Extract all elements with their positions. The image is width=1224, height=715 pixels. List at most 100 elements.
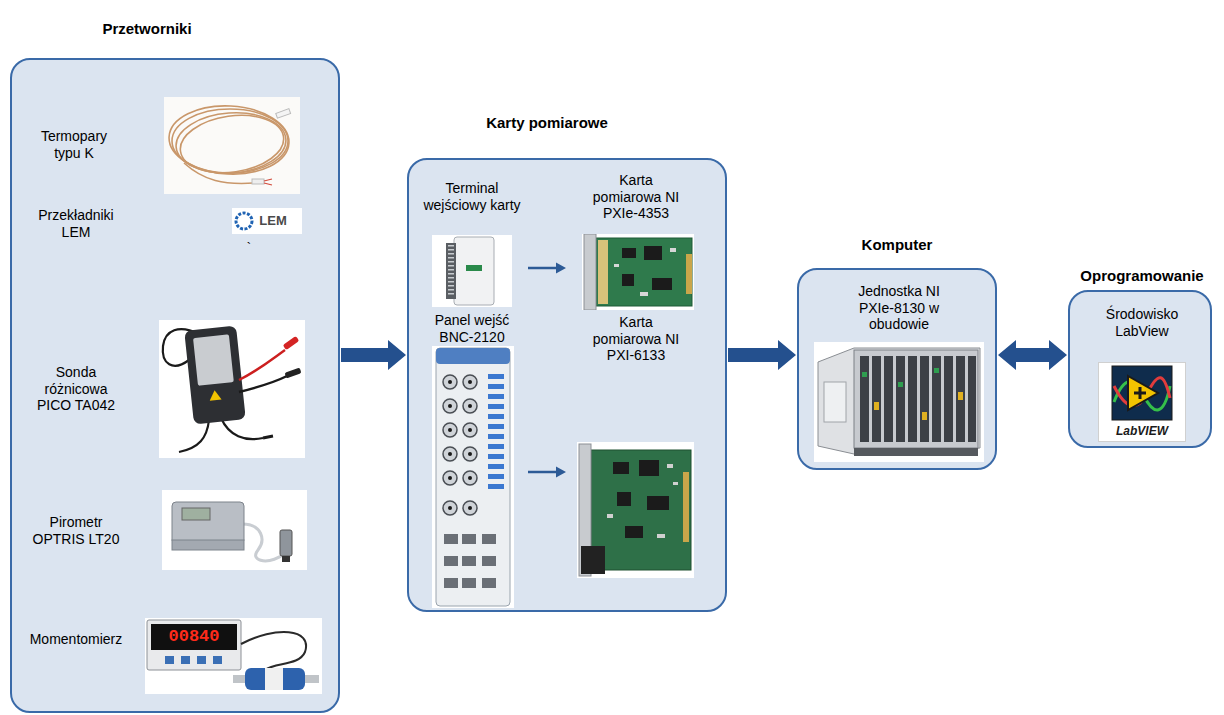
measurement-card-photo-part	[582, 234, 694, 310]
text-cell: Przetworniki	[72, 18, 222, 40]
pyrometer-photo-part	[280, 530, 292, 556]
torque-meter-photo-part	[265, 668, 283, 690]
pxi-chassis-photo-part	[860, 356, 976, 442]
node-label: Pirometr OPTRIS LT20	[28, 514, 124, 548]
pyrometer-photo-part	[242, 524, 286, 561]
pyrometer-photo-part	[172, 502, 244, 544]
bnc-panel-photo-part	[443, 471, 457, 485]
measurement-card-photo-part	[647, 496, 669, 510]
connector-arrow	[528, 467, 566, 478]
bnc-panel-photo-part	[443, 375, 477, 515]
text-cell: Oprogramowanie	[1067, 265, 1217, 287]
measurement-card-photo-part	[652, 278, 672, 290]
thermocouple-photo-part	[252, 179, 264, 184]
measurement-card-photo-part	[607, 514, 613, 518]
differential-probe-photo-part	[284, 367, 301, 378]
torque-meter-photo-part	[245, 668, 305, 690]
bnc-panel-photo-part	[462, 556, 476, 566]
measurement-card-photo-part	[613, 460, 669, 538]
differential-probe-photo-part	[209, 389, 222, 400]
bnc-panel-photo-part	[488, 384, 504, 389]
bnc-panel-photo-part	[488, 424, 504, 429]
text-cell: Panel wejść BNC-2120	[422, 310, 522, 348]
text-cell: Przekładniki LEM	[28, 202, 124, 246]
body-text: Środowisko LabView	[1087, 306, 1197, 340]
bnc-panel-photo-part	[436, 348, 510, 364]
terminal-block-photo	[432, 235, 512, 307]
differential-probe-photo-part	[159, 320, 305, 458]
thermocouple-photo-part	[167, 103, 290, 184]
measurement-card-photo-part	[667, 464, 673, 468]
node-label: Terminal wejściowy karty	[422, 180, 522, 214]
bnc-panel-photo-part	[463, 447, 477, 461]
bnc-panel-photo-part	[488, 474, 504, 479]
labview-icon-part	[1112, 366, 1172, 420]
bnc-panel-photo-part	[444, 556, 458, 566]
thermocouple-photo-part	[264, 179, 272, 185]
pxi-chassis-photo-part	[862, 372, 867, 377]
labview-icon-part	[1128, 376, 1158, 410]
terminal-block-photo-part	[432, 235, 512, 307]
measurement-card-photo-part	[591, 450, 691, 570]
torque-meter-photo-part	[233, 675, 245, 683]
measurement-card-photo-part	[670, 248, 676, 252]
measurement-card-photo	[582, 234, 694, 310]
node-label: Karta pomiarowa NI PXI-6133	[586, 314, 686, 364]
differential-probe-photo	[159, 320, 305, 458]
text-cell: Sonda różnicowa PICO TA042	[24, 318, 128, 460]
measurement-card-photo-part	[686, 254, 692, 294]
pyrometer-photo-part	[282, 556, 290, 562]
bnc-panel-photo-part	[443, 375, 457, 389]
measurement-card-photo-part	[683, 472, 689, 542]
display-digits: 00840	[168, 627, 219, 647]
sensor-item: Sonda różnicowa PICO TA042	[20, 318, 320, 460]
bnc-panel-photo-part	[468, 506, 472, 510]
body-text: Jednostka NI PXIe-8130 w obudowie	[851, 283, 947, 333]
bnc-panel-photo-part	[463, 375, 477, 389]
measurement-card-photo-part	[622, 246, 672, 290]
measurement-card-photo	[577, 442, 694, 578]
torque-meter-photo-part	[151, 624, 237, 650]
bnc-panel-photo-part	[443, 447, 457, 461]
differential-probe-photo-part	[193, 334, 234, 386]
bnc-panel-photo-part	[462, 534, 476, 544]
terminal-block-photo-part	[454, 237, 494, 305]
group-heading: Oprogramowanie	[1067, 267, 1217, 285]
group-panel: KomputerJednostka NI PXIe-8130 w obudowi…	[797, 268, 997, 470]
flow-arrow	[341, 340, 406, 370]
measurement-card-photo-part	[657, 534, 665, 538]
sensor-item: Momentomierz 00840	[20, 616, 330, 696]
pxi-chassis-photo-part	[898, 382, 903, 387]
differential-probe-photo-part	[184, 326, 246, 425]
bnc-panel-photo-part	[468, 380, 472, 384]
measurement-card-photo-part	[584, 234, 596, 310]
terminal-block-photo-part	[448, 245, 454, 297]
device-item: Panel wejść BNC-2120	[422, 310, 522, 610]
bnc-panel-photo-part	[443, 501, 457, 515]
torque-meter-photo-part	[147, 620, 241, 670]
measurement-card-photo-part	[607, 464, 678, 538]
pxi-chassis-photo-part	[958, 392, 963, 400]
text-cell: Karta pomiarowa NI PXIe-4353	[572, 168, 700, 226]
node-label: Momentomierz	[21, 631, 131, 648]
pxi-chassis-photo-part	[854, 350, 978, 448]
label-cell: `	[242, 238, 256, 258]
flow-arrow	[728, 340, 796, 370]
differential-probe-photo-part	[239, 350, 285, 380]
stray-mark: `	[247, 240, 251, 256]
logo-text: LabVIEW	[1116, 424, 1168, 438]
measurement-card-photo-part	[598, 240, 608, 304]
pxi-chassis-photo-part	[920, 356, 929, 442]
sensor-item: Pirometr OPTRIS LT20	[20, 488, 320, 574]
bnc-panel-photo-part	[444, 534, 458, 544]
measurement-card-photo-part	[577, 442, 694, 578]
pxi-chassis-photo-part	[956, 356, 965, 442]
bnc-panel-photo-part	[463, 423, 477, 437]
pxi-chassis-photo-part	[968, 356, 976, 442]
text-cell: Jednostka NI PXIe-8130 w obudowie	[839, 278, 959, 338]
pxi-chassis-photo-part	[884, 356, 893, 442]
bnc-panel-photo-part	[448, 506, 452, 510]
group-panel: Termopary typu K Przekładniki LEM LEM`So…	[10, 58, 340, 713]
flow-arrow	[998, 340, 1067, 370]
measurement-card-photo-part	[596, 238, 692, 306]
